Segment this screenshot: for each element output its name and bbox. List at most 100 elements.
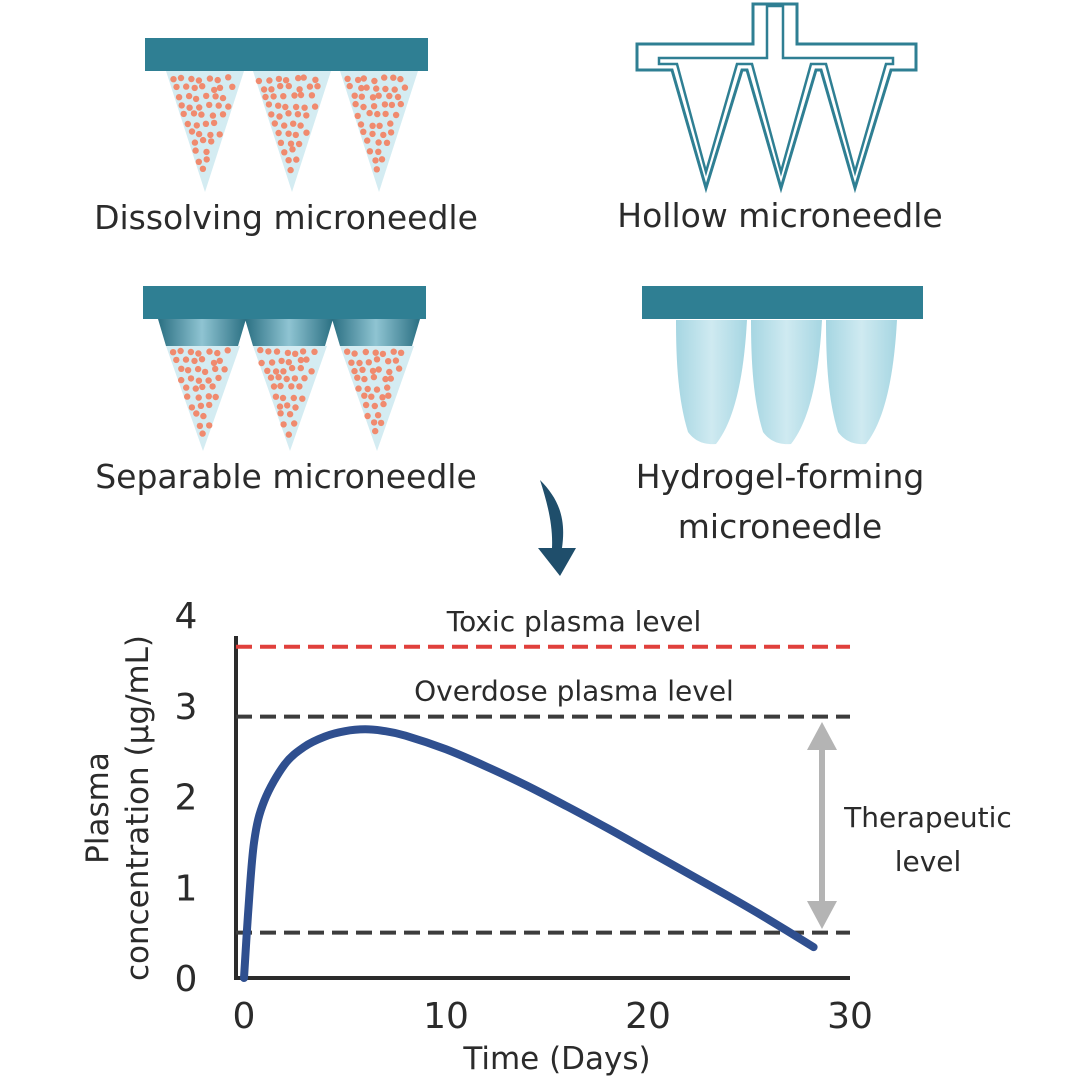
drug-particle [280, 421, 287, 428]
drug-particle [283, 375, 290, 383]
hydrogel-swollen-needle [826, 320, 897, 445]
drug-particle [275, 75, 283, 83]
drug-particle [359, 366, 366, 373]
drug-particle [272, 393, 280, 400]
drug-particle [373, 386, 381, 393]
hydrogel-base-plate [642, 286, 923, 319]
flow-arrow-icon [538, 480, 576, 576]
drug-particle [188, 404, 196, 411]
y-tick-label: 3 [175, 687, 198, 728]
drug-particle [285, 110, 292, 117]
drug-particle [265, 348, 272, 355]
dissolving-drug-particles [170, 74, 409, 174]
drug-particle [209, 383, 216, 390]
drug-particle [215, 102, 222, 109]
drug-particle [299, 348, 307, 355]
drug-particle [266, 77, 273, 84]
drug-particle [288, 364, 296, 372]
drug-particle [257, 346, 264, 354]
drug-particle [281, 149, 288, 156]
drug-particle [199, 383, 206, 391]
drug-particle [291, 420, 298, 427]
drug-particle [397, 349, 405, 356]
drug-particle [191, 357, 198, 365]
drug-particle [373, 356, 381, 363]
drug-particle [297, 122, 304, 129]
separable-collar [332, 319, 420, 346]
drug-particle [299, 395, 306, 402]
hollow-label: Hollow microneedle [617, 196, 943, 235]
drug-particle [362, 401, 370, 409]
drug-particle [190, 110, 198, 117]
drug-particle [206, 348, 213, 355]
drug-particle [375, 139, 382, 146]
drug-particle [364, 137, 371, 144]
drug-particle [287, 166, 294, 174]
x-tick-label: 30 [827, 996, 873, 1037]
drug-particle [386, 92, 393, 100]
drug-particle [392, 111, 400, 119]
drug-particle [277, 139, 285, 146]
drug-particle [275, 102, 282, 109]
drug-particle [185, 92, 193, 100]
drug-particle [224, 347, 231, 354]
drug-particle [199, 430, 206, 437]
hydrogel-swollen-needle [676, 320, 747, 445]
drug-particle [285, 82, 292, 90]
drug-particle [192, 385, 199, 392]
drug-particle [385, 358, 392, 365]
drug-particle [296, 383, 303, 390]
drug-particle [293, 156, 300, 163]
drug-particle [387, 375, 394, 382]
drug-particle [275, 129, 282, 137]
drug-particle [201, 368, 209, 376]
drug-particle [276, 113, 283, 120]
drug-particle [355, 385, 362, 392]
drug-particle [383, 139, 391, 146]
drug-particle [387, 129, 395, 136]
drug-particle [351, 350, 358, 357]
drug-particle [281, 122, 288, 129]
drug-particle [285, 130, 292, 137]
drug-particle [214, 76, 221, 84]
drug-particle [361, 392, 368, 399]
drug-particle [358, 93, 365, 100]
drug-particle [374, 412, 382, 419]
drug-particle [379, 394, 386, 401]
drug-particle [369, 367, 377, 375]
drug-particle [373, 85, 380, 92]
drug-particle [297, 356, 305, 364]
drug-particle [219, 94, 227, 102]
drug-particle [378, 156, 386, 163]
drug-particle [193, 122, 200, 129]
drug-particle [303, 112, 310, 119]
drug-particle [216, 131, 223, 138]
drug-particle [290, 394, 297, 402]
drug-particle [352, 100, 359, 108]
drug-particle [195, 394, 202, 401]
drug-particle [288, 383, 295, 390]
drug-particle [202, 120, 210, 128]
drug-particle [285, 359, 292, 366]
drug-particle [362, 348, 369, 356]
drug-particle [209, 112, 217, 119]
x-tick-label: 10 [423, 996, 469, 1037]
drug-particle [361, 375, 368, 383]
drug-particle [268, 359, 276, 366]
y-tick-label: 4 [175, 596, 198, 637]
drug-particle [212, 93, 219, 100]
drug-particle [365, 359, 372, 366]
reference-line-label: Overdose plasma level [414, 675, 734, 708]
drug-particle [376, 122, 383, 129]
drug-particle [387, 120, 394, 127]
drug-particle [306, 83, 314, 90]
separable-needle [340, 346, 414, 451]
drug-particle [225, 103, 232, 110]
drug-particle [294, 111, 302, 118]
drug-particle [372, 349, 379, 356]
hollow-needle-outline [635, 2, 918, 194]
drug-particle [395, 365, 403, 372]
drug-particle [178, 376, 185, 384]
drug-particle [195, 350, 202, 357]
drug-particle [385, 392, 392, 399]
